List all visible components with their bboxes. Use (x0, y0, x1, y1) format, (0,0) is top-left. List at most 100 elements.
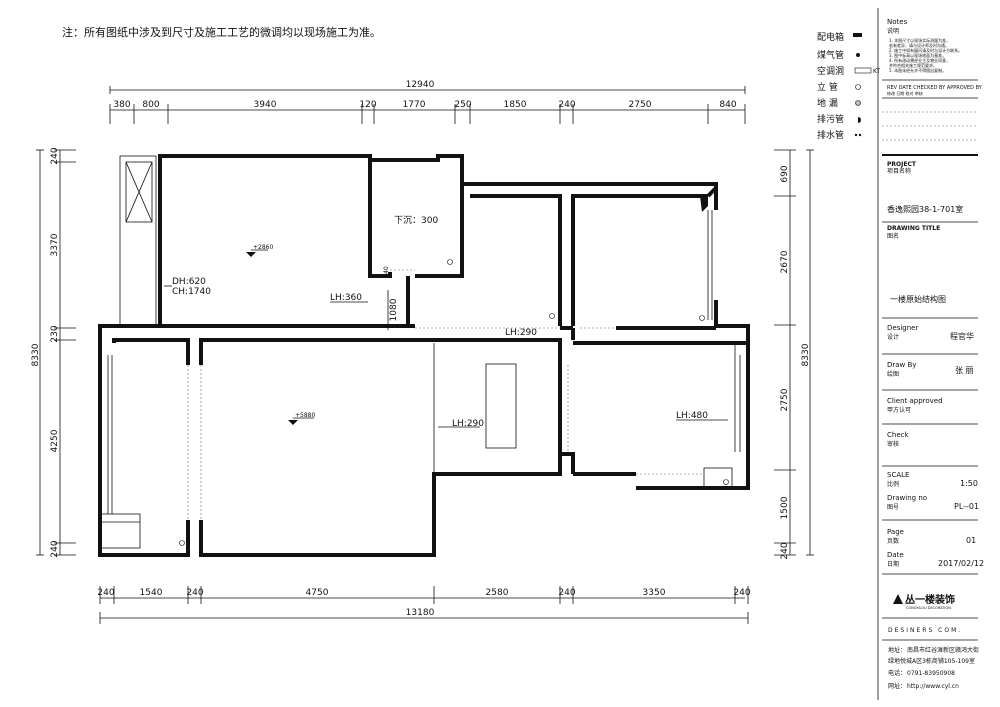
page-label: Page (887, 528, 904, 536)
drawing-title-label-cn: 图名 (887, 232, 899, 240)
notes-sub: 说明 (887, 27, 899, 35)
phone-label: 电话： (888, 669, 906, 677)
drawby-name: 张 丽 (955, 366, 974, 375)
legend-label-7: 排水管 (817, 129, 844, 141)
note-line-5: 4. 所有改动需经业主及物业同意， (889, 57, 950, 63)
top-total-dim: 12940 (406, 80, 435, 90)
bottom-dim-4: 4750 (306, 588, 329, 598)
scale-value: 1:50 (960, 479, 978, 488)
plan-walls (98, 154, 750, 557)
note-line-6: 并符合相关施工规范要求。 (889, 62, 937, 68)
check-label-cn: 审核 (887, 440, 899, 448)
note-line-4: 3. 图中标高以现场地面为基准。 (889, 52, 946, 58)
plan-annotations: 下沉：300 DH:620 CH:1740 LH:360 1080 140 LH… (164, 215, 728, 429)
top-dim-5: 1770 (403, 100, 426, 110)
legend-label-4: 立 管 (817, 81, 838, 93)
designer-label: Designer (887, 324, 918, 332)
notes-lines: 1. 本图尺寸以现场实际测量为准， 若有差异，请与设计师及时沟通。 2. 施工中… (889, 37, 962, 73)
right-dimensions: 690 2670 2750 1500 240 8330 (774, 149, 814, 560)
address-label: 地址： (888, 646, 906, 654)
date-label: Date (887, 551, 904, 559)
riser-pipe-icon (855, 84, 861, 90)
left-dim-2: 3370 (50, 233, 60, 256)
rev-header-cn: 修改 日期 校对 审核 (887, 90, 923, 96)
date-label-cn: 日期 (887, 560, 899, 568)
check-label: Check (887, 431, 909, 439)
legend-label-5: 地 漏 (817, 97, 838, 109)
scale-label: SCALE (887, 471, 909, 479)
bottom-dim-7: 3350 (643, 588, 666, 598)
sewage-pipe-icon (855, 117, 862, 123)
left-total-dim: 8330 (31, 343, 41, 366)
top-dim-2: 800 (142, 100, 159, 110)
ch-label: CH:1740 (172, 287, 211, 297)
left-dimensions: 8330 240 3370 230 4250 240 (31, 147, 76, 558)
top-dimensions: 12940 380 800 3940 120 1770 250 1850 240… (109, 80, 746, 124)
lh480-label: LH:480 (676, 411, 708, 421)
bottom-dim-1: 240 (97, 588, 114, 598)
note-line-1: 1. 本图尺寸以现场实际测量为准， (889, 37, 950, 43)
drain-pipe-icon (854, 133, 862, 137)
right-total-dim: 8330 (801, 343, 811, 366)
top-dim-6: 250 (454, 100, 471, 110)
right-dim-5: 240 (780, 542, 790, 559)
phone-value: 0791-83950908 (907, 670, 955, 677)
legend-label-6: 排污管 (817, 113, 844, 125)
drawing-title: 一楼原始结构图 (890, 294, 946, 304)
bottom-dim-2: 1540 (140, 588, 163, 598)
dh-label: DH:620 (172, 277, 206, 287)
dim-140-label: 140 (383, 266, 390, 278)
drawby-label-cn: 绘图 (887, 370, 899, 378)
bottom-dim-3: 240 (186, 588, 203, 598)
note-line-7: 5. 本图未经允许不得擅自复制。 (889, 67, 946, 73)
lh360-label: LH:360 (330, 293, 362, 303)
left-dim-3: 230 (50, 325, 60, 342)
sink-label: 下沉：300 (394, 215, 438, 226)
project-label: PROJECT (887, 161, 917, 168)
project-label-cn: 项目名称 (887, 167, 911, 175)
top-dim-8: 240 (558, 100, 575, 110)
lh290a-label: LH:290 (505, 328, 537, 338)
dim-1080-label: 1080 (389, 298, 399, 321)
floor-drain-icon (855, 100, 861, 106)
top-dim-9: 2750 (629, 100, 652, 110)
bottom-dimensions: 240 1540 240 4750 2580 240 3350 240 1318… (97, 586, 751, 624)
left-dim-5: 240 (50, 540, 60, 557)
left-dim-1: 240 (50, 147, 60, 164)
brand-name: 丛一楼装饰 (905, 593, 955, 606)
note-line-3: 2. 施工中如有疑问请及时与设计方联系。 (889, 47, 962, 53)
legend-ac-tag: KT (873, 68, 880, 75)
level-marker-2: +5880 (295, 412, 315, 419)
web-label: 网址： (888, 682, 906, 690)
right-dim-3: 2750 (780, 388, 790, 411)
right-dim-1: 690 (780, 165, 790, 182)
brand-name-en: CONGYILOU DECORATION (906, 606, 951, 610)
bottom-total-dim: 13180 (406, 608, 435, 618)
left-dim-4: 4250 (50, 429, 60, 452)
scale-label-cn: 比例 (887, 480, 899, 488)
notes-heading: Notes (887, 18, 908, 26)
date-value: 2017/02/12 (938, 559, 984, 568)
project-name: 香逸熙园38-1-701室 (887, 204, 963, 214)
top-dim-10: 840 (719, 100, 736, 110)
page-value: 01 (966, 536, 976, 545)
rev-header: REV DATE CHECKED BY APPROVED BY (887, 85, 983, 91)
level-marker-1: +2860 (253, 244, 273, 251)
right-dim-4: 1500 (780, 496, 790, 519)
bottom-dim-5: 2580 (486, 588, 509, 598)
address-line-1: 南昌市红谷滩新区赣鸿大街 (907, 646, 979, 654)
web-value: http://www.cyl.cn (907, 683, 959, 690)
bottom-dim-6: 240 (558, 588, 575, 598)
legend-label-2: 煤气管 (817, 49, 844, 61)
drawing-no-label: Drawing no (887, 494, 927, 502)
logo-mark-icon (893, 594, 903, 604)
lh290b-label: LH:290 (452, 419, 484, 429)
drawing-no-value: PL--01 (954, 502, 979, 511)
general-note: 注：所有图纸中涉及到尺寸及施工工艺的微调均以现场施工为准。 (62, 25, 381, 39)
brand-logo: 丛一楼装饰 CONGYILOU DECORATION (893, 593, 955, 610)
right-dim-2: 2670 (780, 250, 790, 273)
top-dim-1: 380 (113, 100, 130, 110)
gas-pipe-icon (856, 53, 860, 57)
drawing-no-label-cn: 图号 (887, 504, 899, 511)
